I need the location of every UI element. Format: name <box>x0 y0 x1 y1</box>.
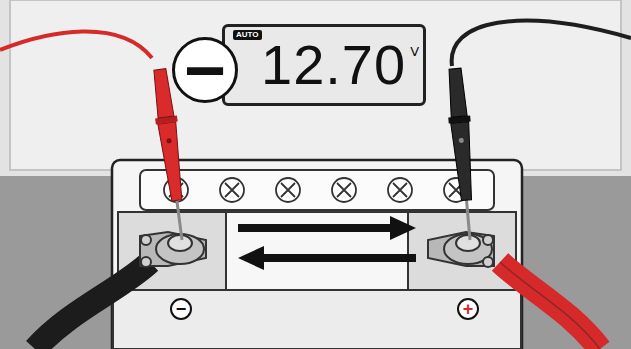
red-probe <box>175 198 183 240</box>
auto-text: AUTO <box>236 31 259 39</box>
negative-cable <box>35 262 150 349</box>
positive-clamp <box>483 235 493 245</box>
red-wire <box>0 31 152 58</box>
current-arrows <box>390 216 416 240</box>
battery-body <box>408 212 516 290</box>
cell-caps <box>388 178 412 202</box>
unit-label: V <box>410 45 419 58</box>
positive-clamp <box>483 257 493 267</box>
cell-caps <box>337 183 351 197</box>
black-wire <box>452 21 631 66</box>
current-arrows <box>262 254 416 262</box>
multimeter-display: 12.70 V AUTO <box>222 24 426 106</box>
cell-caps <box>164 178 468 202</box>
auto-badge: AUTO <box>233 30 262 40</box>
battery-body <box>113 290 521 349</box>
negative-clamp <box>141 257 151 267</box>
red-probe <box>152 68 174 118</box>
terminal-mark: + <box>457 298 479 320</box>
background <box>0 0 631 176</box>
cell-caps <box>281 183 295 197</box>
black-probe <box>465 198 472 240</box>
negative-clamp <box>168 235 192 251</box>
negative-clamp <box>140 232 206 267</box>
positive-clamp <box>428 232 494 266</box>
positive-cable <box>500 262 600 349</box>
cell-caps <box>220 178 244 202</box>
negative-sign: − <box>176 300 187 318</box>
terminal-mark: − <box>170 298 192 320</box>
battery-body <box>140 170 494 210</box>
cell-caps <box>225 183 239 197</box>
negative-clamp <box>156 234 204 264</box>
current-arrows <box>238 246 264 270</box>
background <box>10 0 621 170</box>
black-probe <box>459 138 464 143</box>
positive-clamp <box>456 235 480 251</box>
current-arrows <box>238 216 416 270</box>
black-wire <box>452 21 631 66</box>
cell-caps <box>393 183 407 197</box>
red-probe <box>166 138 172 144</box>
cell-caps <box>276 178 300 202</box>
positive-cable <box>500 262 600 349</box>
positive-cable <box>500 262 600 349</box>
positive-sign: + <box>463 300 474 318</box>
positive-clamp <box>428 232 494 267</box>
black-probe <box>444 68 481 241</box>
negative-clamp <box>140 232 206 266</box>
battery-body <box>226 212 408 290</box>
negative-cable <box>35 262 150 349</box>
red-wire <box>0 31 152 58</box>
negative-clamp <box>141 235 151 245</box>
cell-caps <box>332 178 356 202</box>
black-probe <box>451 122 476 201</box>
red-probe <box>158 122 186 202</box>
black-probe <box>447 68 467 117</box>
magnifier-circle: − <box>172 37 238 103</box>
current-arrows <box>238 224 392 232</box>
reading-digits: 12.70 <box>261 37 406 93</box>
polarity-sign: − <box>184 34 226 106</box>
